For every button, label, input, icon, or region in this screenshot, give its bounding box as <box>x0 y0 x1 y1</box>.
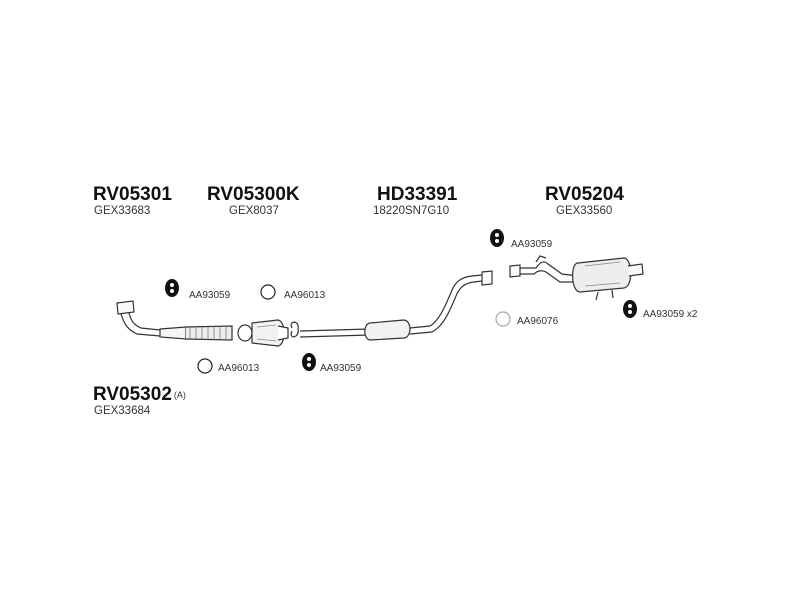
middle-silencer-drawing[interactable] <box>299 270 493 341</box>
hardware-label: AA93059 <box>189 290 231 301</box>
oe-code-rear-silencer: GEX33560 <box>556 205 613 217</box>
hardware-label: AA96013 <box>218 363 260 374</box>
hardware-label: AA93059 x2 <box>643 309 698 320</box>
hardware-label: AA93059 <box>511 239 553 250</box>
hardware-label: AA96013 <box>284 290 326 301</box>
gasket-ring-icon <box>260 284 276 300</box>
oe-code-catalyst-kit: GEX8037 <box>229 205 279 217</box>
gasket-ring-icon <box>495 311 511 327</box>
hardware-label: AA93059 <box>320 363 362 374</box>
part-code-flex-pipe-text: RV05302 <box>93 384 172 405</box>
rubber-hanger-icon <box>623 300 637 318</box>
part-code-middle-silencer[interactable]: HD33391 <box>377 184 458 205</box>
flex-pipe-drawing[interactable] <box>185 325 233 341</box>
part-code-flex-pipe[interactable]: RV05302(A) <box>93 384 186 406</box>
gasket-ring-icon <box>197 358 213 374</box>
rubber-hanger-icon <box>302 353 316 371</box>
rubber-hanger-icon <box>490 229 504 247</box>
rear-silencer-drawing[interactable] <box>509 255 644 301</box>
front-pipe-drawing[interactable] <box>116 300 187 340</box>
catalyst-drawing[interactable] <box>237 319 289 347</box>
hardware-label: AA96076 <box>517 316 559 327</box>
oe-code-middle-silencer: 18220SN7G10 <box>373 205 450 217</box>
part-code-front-pipe[interactable]: RV05301 <box>93 184 172 205</box>
oe-code-flex-pipe: GEX33684 <box>94 405 151 417</box>
oe-code-front-pipe: GEX33683 <box>94 205 151 217</box>
part-code-suffix: (A) <box>173 389 186 400</box>
part-code-rear-silencer[interactable]: RV05204 <box>545 184 624 205</box>
part-code-catalyst-kit[interactable]: RV05300K <box>207 184 300 205</box>
flange-drawing <box>290 321 299 338</box>
rubber-hanger-icon <box>165 279 179 297</box>
